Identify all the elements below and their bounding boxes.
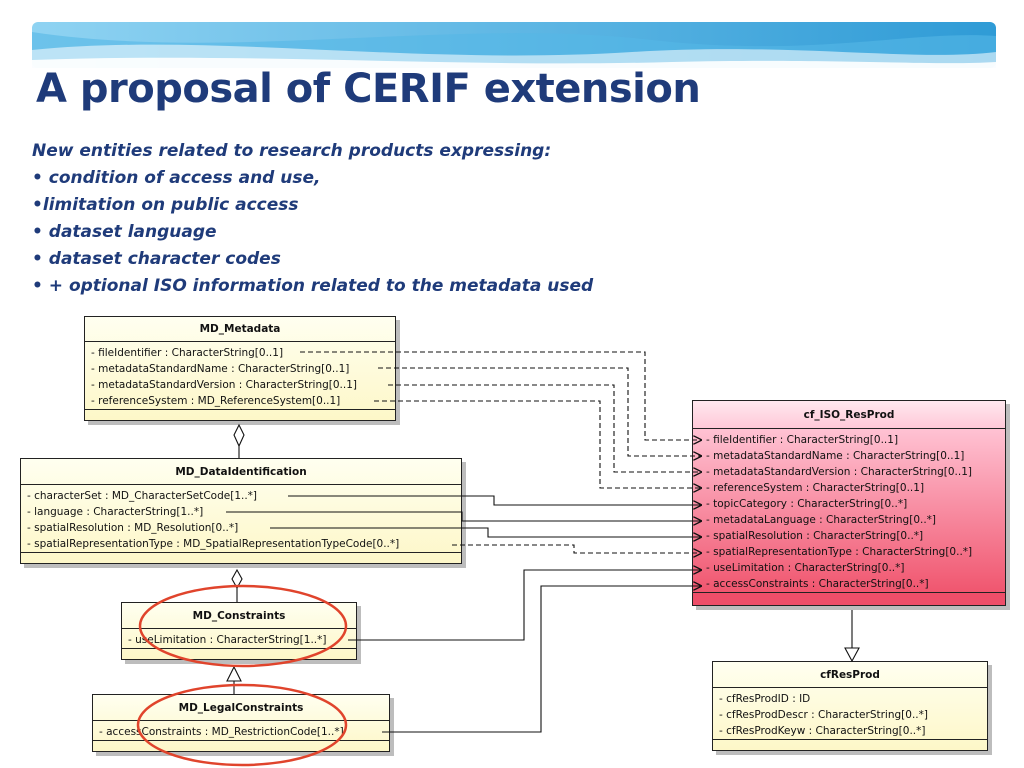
generalization-arrow [844, 647, 860, 663]
attribute: - fileIdentifier : CharacterString[0..1] [91, 347, 284, 359]
attribute: - useLimitation : CharacterString[0..*] [706, 562, 905, 574]
attribute: - metadataStandardVersion : CharacterStr… [91, 379, 358, 391]
class-attributes: - characterSet : MD_CharacterSetCode[1..… [21, 485, 461, 553]
attribute: - accessConstraints : CharacterString[0.… [706, 578, 929, 590]
bullet-intro: New entities related to research product… [32, 141, 552, 161]
attribute: - language : CharacterString[1..*] [27, 506, 204, 518]
class-operations [93, 741, 389, 751]
attribute: - metadataStandardVersion : CharacterStr… [706, 466, 973, 478]
attribute: - fileIdentifier : CharacterString[0..1] [706, 434, 899, 446]
attribute: - accessConstraints : MD_RestrictionCode… [99, 726, 344, 738]
class-attributes: - accessConstraints : MD_RestrictionCode… [93, 721, 389, 741]
attribute: - spatialResolution : MD_Resolution[0..*… [27, 522, 239, 534]
class-operations [85, 410, 395, 420]
attribute: - characterSet : MD_CharacterSetCode[1..… [27, 490, 258, 502]
slide-title: A proposal of CERIF extension [36, 66, 701, 112]
aggregation-diamond [231, 568, 243, 590]
attribute: - cfResProdID : ID [719, 693, 811, 705]
bullet-item: • dataset language [32, 222, 217, 242]
class-operations [693, 593, 1005, 605]
bullet-item: •limitation on public access [32, 195, 299, 215]
class-md-dataidentification[interactable]: MD_DataIdentification - characterSet : M… [20, 458, 462, 564]
attribute: - metadataStandardName : CharacterString… [91, 363, 350, 375]
attribute: - cfResProdDescr : CharacterString[0..*] [719, 709, 928, 721]
class-attributes: - useLimitation : CharacterString[1..*] [122, 629, 356, 649]
attribute: - spatialRepresentationType : CharacterS… [706, 546, 973, 558]
class-cf-iso-resprod[interactable]: cf_ISO_ResProd - fileIdentifier : Charac… [692, 400, 1006, 606]
class-attributes: - cfResProdID : ID - cfResProdDescr : Ch… [713, 688, 987, 740]
bullet-item: • dataset character codes [32, 249, 281, 269]
link-spatialrepresentationtype [452, 544, 702, 553]
attribute: - metadataStandardName : CharacterString… [706, 450, 965, 462]
bullet-item: • condition of access and use, [32, 168, 321, 188]
class-name: MD_LegalConstraints [93, 695, 389, 721]
class-md-legalconstraints[interactable]: MD_LegalConstraints - accessConstraints … [92, 694, 390, 752]
class-cfresprod[interactable]: cfResProd - cfResProdID : ID - cfResProd… [712, 661, 988, 751]
link-metadatastandardname [378, 367, 702, 456]
attribute: - metadataLanguage : CharacterString[0..… [706, 514, 937, 526]
class-attributes: - fileIdentifier : CharacterString[0..1]… [693, 429, 1005, 593]
class-md-metadata[interactable]: MD_Metadata - fileIdentifier : Character… [84, 316, 396, 421]
attribute: - spatialRepresentationType : MD_Spatial… [27, 538, 400, 550]
link-uselimitation [348, 570, 702, 641]
class-operations [21, 553, 461, 563]
attribute: - cfResProdKeyw : CharacterString[0..*] [719, 725, 926, 737]
class-name: cfResProd [713, 662, 987, 688]
link-accessconstraints [382, 586, 702, 733]
generalization-arrow [226, 665, 242, 682]
aggregation-diamond [233, 423, 245, 448]
header-banner [32, 22, 996, 68]
class-name: MD_DataIdentification [21, 459, 461, 485]
class-attributes: - fileIdentifier : CharacterString[0..1]… [85, 342, 395, 410]
class-md-constraints[interactable]: MD_Constraints - useLimitation : Charact… [121, 602, 357, 660]
class-operations [122, 649, 356, 659]
attribute: - spatialResolution : CharacterString[0.… [706, 530, 924, 542]
bullet-item: • + optional ISO information related to … [32, 276, 594, 296]
class-name: MD_Constraints [122, 603, 356, 629]
attribute: - useLimitation : CharacterString[1..*] [128, 634, 327, 646]
class-name: cf_ISO_ResProd [693, 401, 1005, 429]
attribute: - topicCategory : CharacterString[0..*] [706, 498, 908, 510]
attribute: - referenceSystem : MD_ReferenceSystem[0… [91, 395, 341, 407]
attribute: - referenceSystem : CharacterString[0..1… [706, 482, 925, 494]
bullet-list: New entities related to research product… [32, 138, 593, 300]
class-name: MD_Metadata [85, 317, 395, 342]
class-operations [713, 740, 987, 750]
